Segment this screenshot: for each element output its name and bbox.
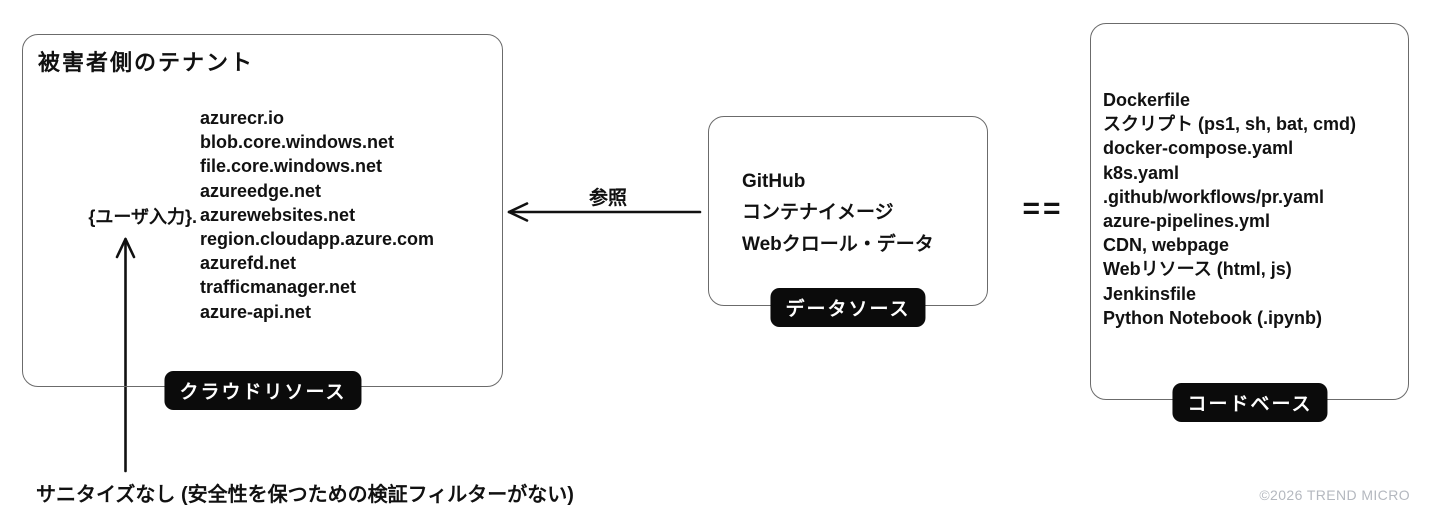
codebase-item: CDN, webpage [1103,235,1230,256]
codebase-item: Python Notebook (.ipynb) [1103,307,1322,328]
cloud-domain-list: azurecr.io blob.core.windows.net file.co… [200,106,434,324]
domain-item: region.cloudapp.azure.com [200,229,435,250]
cloud-resources-label: クラウドリソース [164,371,362,410]
codebase-item: スクリプト (ps1, sh, bat, cmd) [1103,114,1357,135]
codebase-item: Dockerfile [1103,90,1191,110]
codebase-item: Jenkinsfile [1103,283,1197,304]
copyright-text: ©2026 TREND MICRO [1259,487,1410,503]
codebase-item: .github/workflows/pr.yaml [1103,186,1325,207]
codebase-item: azure-pipelines.yml [1103,211,1271,232]
data-source-item: GitHub [742,171,806,192]
victim-tenant-title: 被害者側のテナント [38,50,255,75]
codebase-item: k8s.yaml [1103,162,1180,183]
domain-item: azureedge.net [200,180,322,201]
codebase-label: コードベース [1172,383,1328,422]
codebase-list: Dockerfile スクリプト (ps1, sh, bat, cmd) doc… [1103,88,1356,330]
data-source-list: GitHub コンテナイメージ Webクロール・データ [742,166,934,260]
codebase-item: Webリソース (html, js) [1103,259,1292,280]
domain-item: file.core.windows.net [200,156,383,177]
user-input-placeholder: {ユーザ入力}. [88,207,197,227]
domain-item: azurefd.net [200,253,297,274]
domain-item: blob.core.windows.net [200,132,395,153]
domain-item: azure-api.net [200,301,312,322]
data-source-item: Webクロール・データ [742,233,934,255]
data-source-item: コンテナイメージ [742,202,894,224]
data-source-label: データソース [770,288,926,327]
codebase-item: docker-compose.yaml [1103,138,1294,159]
reference-arrow-label: 参照 [588,188,627,209]
domain-item: azurewebsites.net [200,204,356,225]
sanitize-note: サニタイズなし (安全性を保つための検証フィルターがない) [36,484,574,506]
equals-sign: == [1022,192,1064,225]
domain-item: trafficmanager.net [200,277,357,298]
domain-item: azurecr.io [200,108,285,128]
